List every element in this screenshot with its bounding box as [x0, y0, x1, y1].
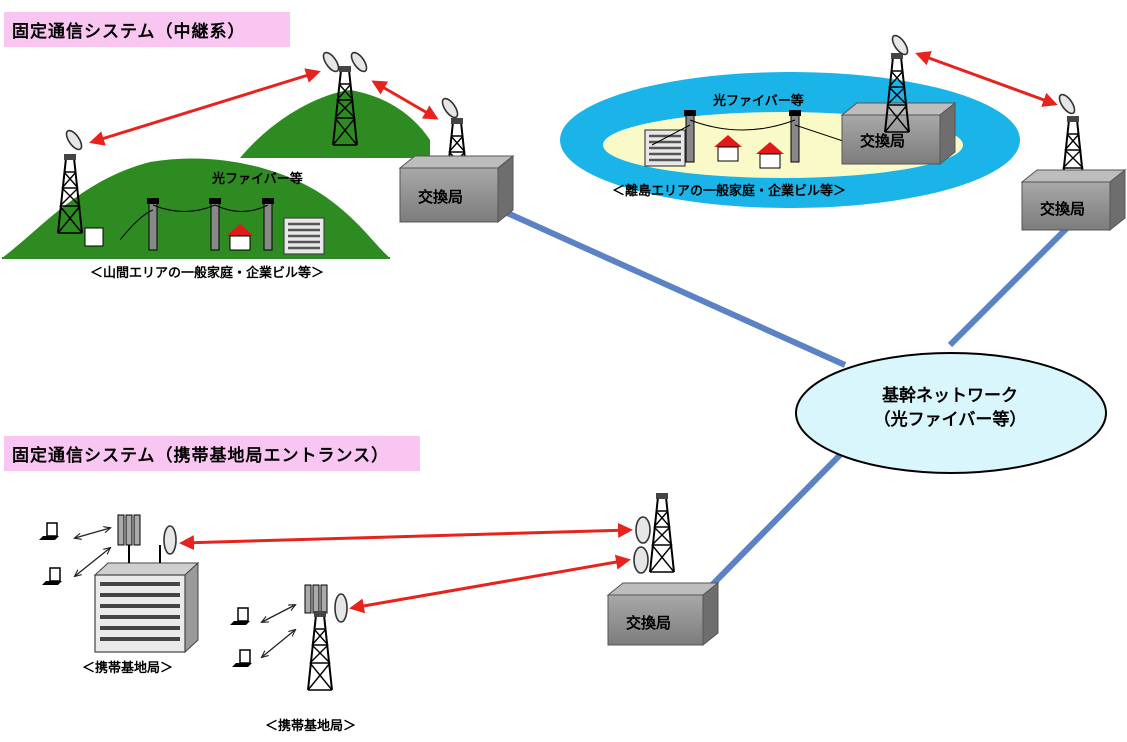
laptop-4 — [231, 649, 253, 668]
laptop-3 — [229, 607, 251, 626]
section-title-mobile-entrance: 固定通信システム（携帯基地局エントランス） — [4, 436, 420, 471]
dish-peak-b — [347, 49, 371, 75]
island-area-caption: ＜離島エリアの一般家庭・企業ビル等＞ — [612, 184, 847, 199]
radio-link-3 — [915, 51, 1058, 107]
radio-link-1 — [89, 68, 321, 146]
dish-mountain-exchange — [438, 95, 462, 121]
tower-entrance — [649, 492, 675, 573]
exchange-label-island: 交換局 — [860, 132, 906, 150]
backbone-links — [503, 209, 1073, 588]
mountain-fiber-label: 光ファイバー等 — [212, 172, 303, 187]
exchange-mountain — [398, 154, 515, 224]
dish-entrance-b — [633, 546, 649, 574]
exchange-label-mountain: 交換局 — [418, 188, 464, 206]
mountain-area-caption: ＜山間エリアの一般家庭・企業ビル等＞ — [90, 266, 325, 281]
dish-entrance-a — [635, 516, 651, 544]
radio-link-5 — [349, 554, 631, 614]
base-station-building — [93, 514, 200, 654]
island-fiber-label: 光ファイバー等 — [713, 94, 804, 109]
base-station-tower-caption: ＜携帯基地局＞ — [265, 719, 357, 734]
radio-link-4 — [179, 522, 633, 551]
backbone-label-line1: 基幹ネットワーク — [882, 386, 1018, 406]
exchange-bottom — [606, 581, 720, 647]
base-station-tower — [304, 584, 348, 691]
backbone-network — [795, 352, 1107, 474]
laptop-2 — [41, 567, 63, 586]
backbone-label-line2: （光ファイバー等） — [873, 410, 1027, 430]
backbone-label: 基幹ネットワーク （光ファイバー等） — [800, 384, 1100, 432]
laptop-1 — [38, 522, 60, 541]
dish-right-exchange — [1055, 91, 1079, 117]
exchange-right — [1020, 168, 1127, 232]
exchange-label-right: 交換局 — [1040, 200, 1086, 218]
base-station-building-caption: ＜携帯基地局＞ — [82, 661, 174, 676]
section-title-relay: 固定通信システム（中継系） — [4, 12, 290, 47]
island-area — [560, 72, 1020, 208]
dish-peak-a — [319, 49, 343, 75]
exchange-label-bottom: 交換局 — [626, 614, 672, 632]
dish-left — [62, 127, 86, 153]
radio-link-2 — [371, 80, 439, 120]
